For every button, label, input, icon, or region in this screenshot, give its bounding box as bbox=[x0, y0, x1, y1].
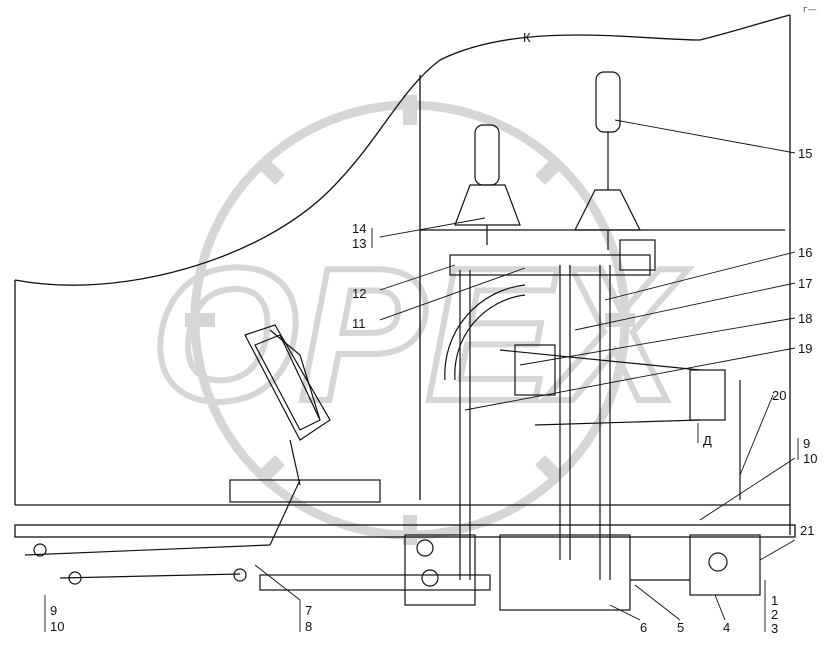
callout-15: 15 bbox=[798, 146, 812, 161]
callout-2: 2 bbox=[771, 607, 778, 622]
callout-13: 13 bbox=[352, 236, 366, 251]
corner-mark: г— bbox=[803, 5, 817, 15]
callout-14: 14 bbox=[352, 221, 366, 236]
gear-lever-right bbox=[574, 71, 641, 250]
callout-18: 18 bbox=[798, 311, 812, 326]
callout-21: 21 bbox=[800, 523, 814, 538]
callout-9-left: 9 bbox=[50, 603, 57, 618]
callout-20: 20 bbox=[772, 388, 786, 403]
callout-10-left: 10 bbox=[50, 619, 64, 634]
view-label: К bbox=[523, 30, 531, 45]
callout-1: 1 bbox=[771, 593, 778, 608]
cab-outline bbox=[14, 14, 796, 538]
callout-9-right: 9 bbox=[803, 436, 810, 451]
callout-19: 19 bbox=[798, 341, 812, 356]
callout-7: 7 bbox=[305, 603, 312, 618]
lower-linkages bbox=[24, 534, 761, 611]
direction-marker: Д bbox=[703, 433, 712, 448]
callout-5: 5 bbox=[677, 620, 684, 635]
cab-roof-curve bbox=[14, 14, 791, 286]
brake-pedal bbox=[229, 324, 381, 546]
leader-lines bbox=[44, 119, 799, 632]
callout-3: 3 bbox=[771, 621, 778, 636]
callout-8: 8 bbox=[305, 619, 312, 634]
callout-12: 12 bbox=[352, 286, 366, 301]
callout-10-right: 10 bbox=[803, 451, 817, 466]
callout-4: 4 bbox=[723, 620, 730, 635]
lever-mechanism bbox=[444, 239, 741, 580]
callout-11: 11 bbox=[352, 316, 366, 331]
callout-16: 16 bbox=[798, 245, 812, 260]
callout-6: 6 bbox=[640, 620, 647, 635]
gear-lever-left bbox=[454, 124, 521, 245]
callout-17: 17 bbox=[798, 276, 812, 291]
